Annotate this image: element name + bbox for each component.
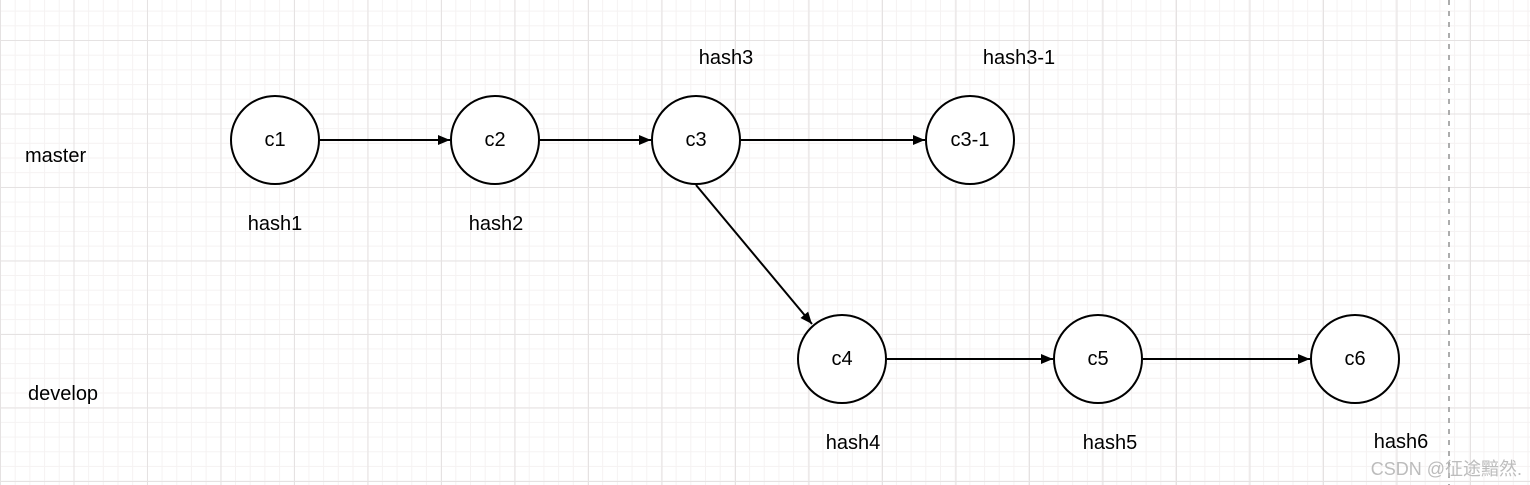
commit-node-c4[interactable]: c4	[797, 314, 887, 404]
hash-label-c5[interactable]: hash5	[1082, 432, 1138, 454]
edge-c3-c4[interactable]	[695, 184, 813, 325]
hash-label-c1[interactable]: hash1	[247, 213, 303, 235]
commit-node-c1[interactable]: c1	[230, 95, 320, 185]
commit-node-c2[interactable]: c2	[450, 95, 540, 185]
branch-label-develop[interactable]: develop	[28, 383, 99, 405]
commit-node-c3[interactable]: c3	[651, 95, 741, 185]
hash-label-c2[interactable]: hash2	[468, 213, 524, 235]
commit-node-c6[interactable]: c6	[1310, 314, 1400, 404]
commit-node-c5[interactable]: c5	[1053, 314, 1143, 404]
commit-node-c3-1[interactable]: c3-1	[925, 95, 1015, 185]
hash-label-c3[interactable]: hash3	[698, 47, 754, 69]
hash-label-c4[interactable]: hash4	[825, 432, 881, 454]
branch-label-master[interactable]: master	[25, 145, 87, 167]
watermark: CSDN @征途黯然.	[1370, 459, 1522, 479]
hash-label-c3-1[interactable]: hash3-1	[982, 47, 1056, 69]
hash-label-c6[interactable]: hash6	[1373, 431, 1429, 453]
